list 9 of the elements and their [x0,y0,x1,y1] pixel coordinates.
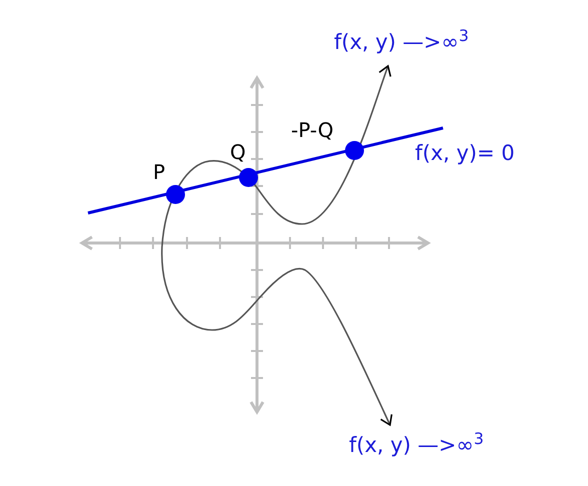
function-label: f(x, y) —>∞$^{3}$ [334,28,469,56]
point-label: P [153,162,166,182]
function-label: f(x, y) —>∞$^{3}$ [349,431,484,459]
point-label: Q [230,142,246,162]
point-label: -P-Q [291,120,334,140]
point [166,184,184,204]
point [238,168,258,186]
point [344,140,364,160]
function-label: f(x, y)= 0 [415,140,515,167]
